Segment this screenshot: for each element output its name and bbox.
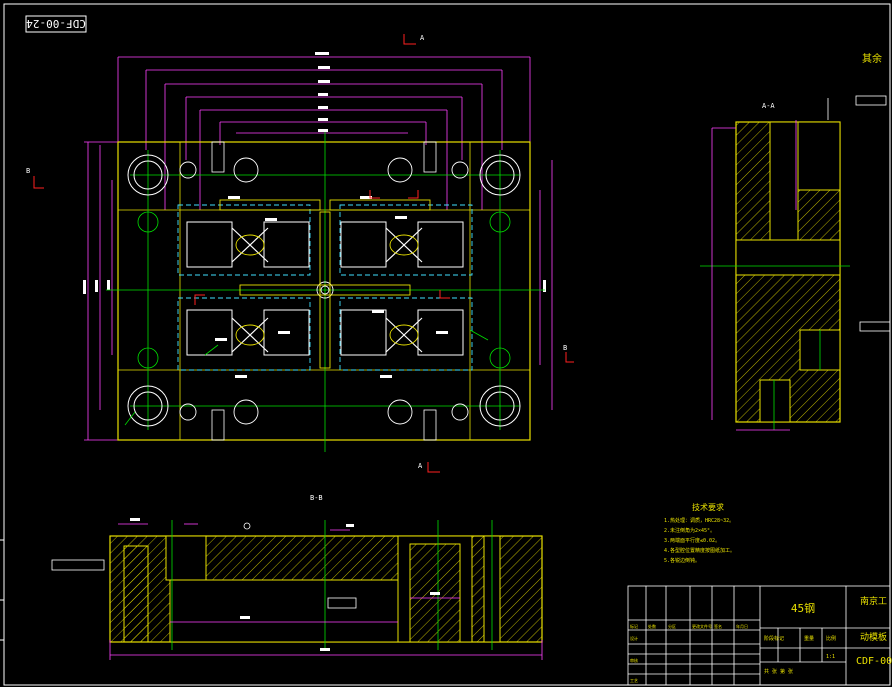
section-arrow-B-label: B: [26, 167, 30, 175]
tech-req-item: 4.各型腔位置精度按图纸加工。: [664, 547, 735, 554]
drawing-frame: [0, 3, 891, 686]
section-arrow-B-label-right: B: [563, 344, 567, 352]
stage-label: 阶段标记: [764, 635, 784, 642]
top-dimension-lines: [84, 56, 553, 441]
cavity-outlines: [177, 204, 473, 371]
dimension-text: [83, 52, 546, 294]
drawing-number: CDF-00-2: [856, 656, 892, 667]
tech-req-title: 技术要求: [692, 502, 724, 512]
runner-system: [219, 199, 431, 369]
tech-req-item: 2.未注倒角为2×45°。: [664, 527, 715, 534]
svg-text:CDF-00-24: CDF-00-24: [26, 17, 86, 30]
section-arrow-A-label-bottom: A: [418, 462, 423, 470]
scale-label: 比例: [826, 635, 836, 642]
material-label: 45钢: [791, 602, 815, 615]
weight-label: 重量: [804, 635, 814, 642]
gate-marks: [231, 227, 423, 353]
pin-holes: [179, 157, 469, 425]
tb-row-label: 设计: [630, 635, 638, 641]
section-arrow-A-label-top: A: [420, 34, 425, 42]
title-block: [627, 585, 891, 686]
tech-req-item: 3.两端面平行度≤0.02。: [664, 537, 720, 544]
section-arrows: [33, 34, 574, 473]
section-aa-title: A-A: [762, 102, 775, 110]
scale-value: 1:1: [826, 654, 835, 660]
centerlines: [106, 132, 545, 452]
sheet-info: 共 张 第 张: [764, 668, 793, 675]
tb-label: 签名: [714, 623, 722, 629]
tb-row-label: 工艺: [630, 678, 638, 683]
section-view-aa: A-A 其余: [700, 52, 891, 431]
tb-row-label: 审核: [630, 657, 638, 663]
tb-label: 年月日: [736, 623, 748, 629]
drawing-number-stamp: CDF-00-24: [25, 15, 87, 33]
tb-label: 更改文件号: [692, 623, 712, 629]
section-view-bb: B-B: [51, 494, 543, 660]
tb-label: 标记: [630, 623, 638, 629]
tb-label: 处数: [648, 623, 656, 629]
plan-view: B B A A: [26, 34, 574, 473]
tech-req-item: 5.各锐边倒钝。: [664, 557, 700, 564]
tech-req-item: 1.热处理：调质，HRC28~32。: [664, 517, 734, 524]
guide-holes: [127, 154, 521, 427]
tb-label: 分区: [668, 623, 676, 629]
roughness-note: 其余: [862, 52, 882, 65]
school-name: 南京工: [860, 595, 887, 607]
tech-requirements: 技术要求 1.热处理：调质，HRC28~32。 2.未注倒角为2×45°。 3.…: [664, 502, 735, 564]
part-name: 动模板: [860, 631, 887, 643]
section-bb-title: B-B: [310, 494, 323, 502]
